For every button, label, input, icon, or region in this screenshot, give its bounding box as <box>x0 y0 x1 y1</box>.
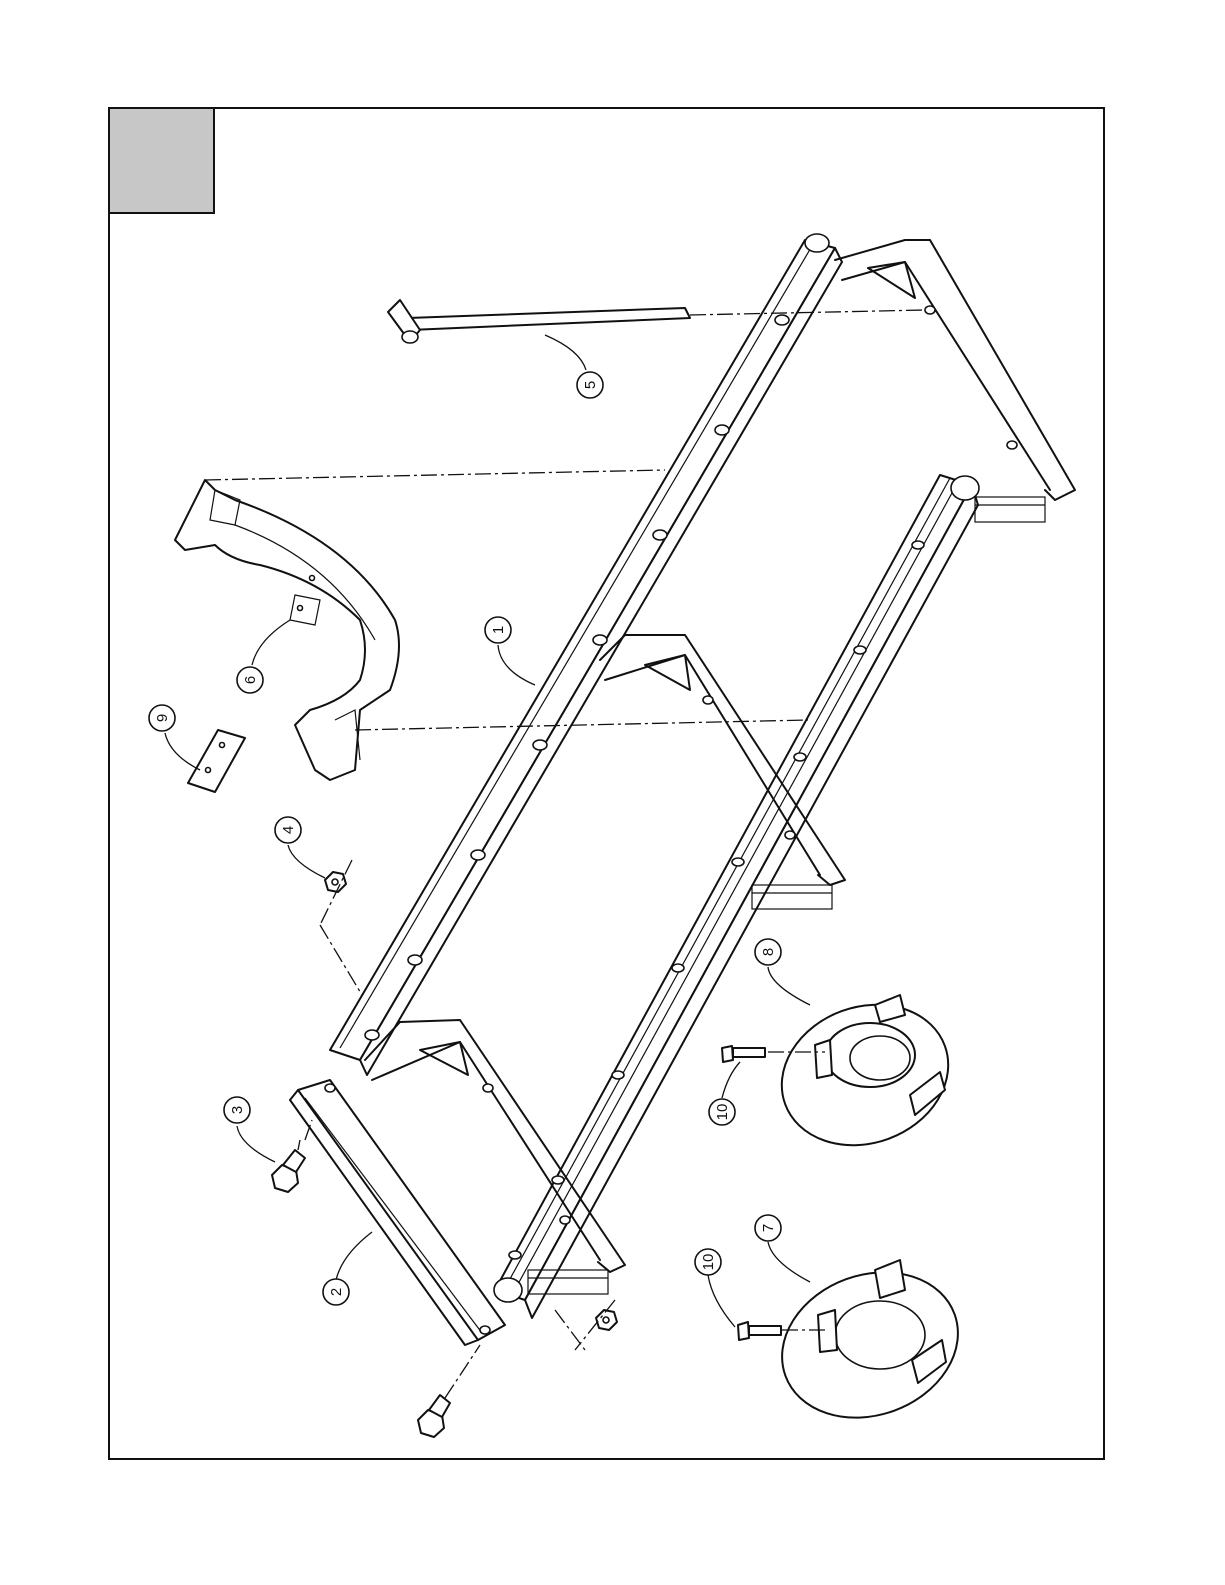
callout-7: 7 <box>755 1215 781 1241</box>
callout-6: 6 <box>237 667 263 693</box>
svg-text:3: 3 <box>229 1106 246 1114</box>
screw-a <box>738 1322 781 1340</box>
hex-nut-lower <box>596 1310 617 1330</box>
ring-plate-a <box>761 1248 978 1441</box>
callout-8: 8 <box>755 939 781 965</box>
callout-10b: 10 <box>709 1099 735 1125</box>
callout-5: 5 <box>577 372 603 398</box>
svg-text:2: 2 <box>328 1288 345 1296</box>
svg-text:9: 9 <box>154 714 171 722</box>
hinge-channel-rail <box>494 475 979 1318</box>
callout-2: 2 <box>323 1279 349 1305</box>
svg-text:10: 10 <box>714 1104 731 1121</box>
svg-text:8: 8 <box>760 948 777 956</box>
t-handle-rod <box>388 300 690 343</box>
svg-text:1: 1 <box>490 626 507 634</box>
callout-3: 3 <box>224 1097 250 1123</box>
svg-text:6: 6 <box>242 676 259 684</box>
hex-nut <box>325 872 346 892</box>
hex-bolt <box>272 1150 305 1192</box>
svg-text:4: 4 <box>280 826 297 834</box>
curved-bracket <box>175 480 399 780</box>
screw-b <box>722 1046 765 1062</box>
callout-1: 1 <box>485 617 511 643</box>
hex-bolt-lower <box>418 1395 450 1437</box>
short-channel <box>290 1080 505 1345</box>
ring-plate-b <box>762 982 968 1168</box>
callout-9: 9 <box>149 705 175 731</box>
small-plate <box>188 730 245 792</box>
svg-text:5: 5 <box>582 381 599 389</box>
svg-text:10: 10 <box>700 1254 717 1271</box>
callout-10a: 10 <box>695 1249 721 1275</box>
callout-4: 4 <box>275 817 301 843</box>
svg-text:7: 7 <box>760 1224 777 1232</box>
